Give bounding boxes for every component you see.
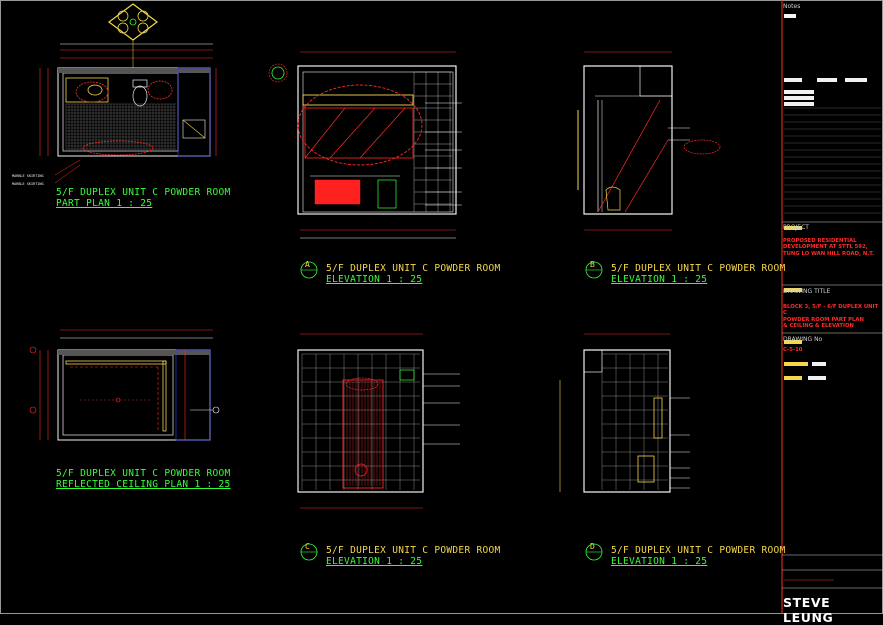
- project-text-line: PROPOSED RESIDENTIAL: [783, 238, 857, 244]
- reflected-ceiling-plan-drawing: [29, 329, 220, 441]
- elevation-d-tag-label: D: [590, 542, 595, 551]
- elevation-c-tag-label: C: [305, 542, 310, 551]
- drawing-title-text: BLOCK 3, 5/F - 6/F DUPLEX UNIT C POWDER …: [783, 304, 883, 329]
- wall-tile-grid: [301, 353, 420, 490]
- elevation-b-title-line2: ELEVATION 1 : 25: [611, 274, 708, 285]
- elevation-b-tag-label: B: [590, 260, 595, 269]
- elevation-c-title-line2: ELEVATION 1 : 25: [326, 556, 423, 567]
- elevation-a-title-line2: ELEVATION 1 : 25: [326, 274, 423, 285]
- elevation-d-drawing: [559, 333, 690, 493]
- elevation-d-title: 5/F DUPLEX UNIT C POWDER ROOM ELEVATION …: [611, 545, 786, 567]
- key-plan-symbol: [108, 3, 158, 68]
- elevation-b-drawing: [577, 51, 721, 231]
- title-block-frame: [781, 0, 883, 614]
- elevation-b-title: 5/F DUPLEX UNIT C POWDER ROOM ELEVATION …: [611, 263, 786, 285]
- elevation-d-title-line2: ELEVATION 1 : 25: [611, 556, 708, 567]
- project-text-line: TUNG LO WAN HILL ROAD, N.T.: [783, 250, 875, 257]
- elevation-d-title-line1: 5/F DUPLEX UNIT C POWDER ROOM: [611, 545, 786, 556]
- elevation-tag-d-icon: [585, 543, 603, 561]
- part-plan-title: 5/F DUPLEX UNIT C POWDER ROOM PART PLAN …: [56, 187, 231, 209]
- wall-tile-grid: [413, 71, 452, 212]
- elevation-c-title-line1: 5/F DUPLEX UNIT C POWDER ROOM: [326, 545, 501, 556]
- wall-tile-grid: [601, 353, 668, 490]
- drawing-title-label: DRAWING TITLE: [783, 288, 831, 295]
- floor-tile-grid: [65, 103, 176, 150]
- rcp-title-line1: 5/F DUPLEX UNIT C POWDER ROOM: [56, 468, 231, 479]
- drawing-number: C-5-10: [783, 347, 803, 353]
- elevation-c-title: 5/F DUPLEX UNIT C POWDER ROOM ELEVATION …: [326, 545, 501, 567]
- part-plan-title-line2: PART PLAN 1 : 25: [56, 198, 153, 209]
- drawing-title-line: POWDER ROOM PART PLAN: [783, 316, 864, 323]
- part-plan-drawing: MARBLE SKIRTING MARBLE SKIRTING: [12, 43, 217, 186]
- project-text: PROPOSED RESIDENTIAL DEVELOPMENT AT STTL…: [783, 238, 874, 257]
- part-plan-title-line1: 5/F DUPLEX UNIT C POWDER ROOM: [56, 187, 231, 198]
- elevation-a-title-line1: 5/F DUPLEX UNIT C POWDER ROOM: [326, 263, 501, 274]
- notes-table-lines: [784, 107, 881, 214]
- rcp-title: 5/F DUPLEX UNIT C POWDER ROOM REFLECTED …: [56, 468, 231, 490]
- notes-label: Notes: [783, 3, 801, 10]
- elevation-tag-c-icon: [300, 543, 318, 561]
- elevation-a-title: 5/F DUPLEX UNIT C POWDER ROOM ELEVATION …: [326, 263, 501, 285]
- svg-text:MARBLE SKIRTING: MARBLE SKIRTING: [12, 174, 44, 178]
- project-text-line: DEVELOPMENT AT STTL 592,: [783, 244, 868, 251]
- rcp-title-line2: REFLECTED CEILING PLAN 1 : 25: [56, 479, 231, 490]
- elevation-tag-b-icon: [585, 261, 603, 279]
- elevation-a-drawing: [268, 51, 462, 239]
- project-label: PROJECT: [783, 224, 809, 231]
- elevation-tag-a-icon: [300, 261, 318, 279]
- elevation-b-title-line1: 5/F DUPLEX UNIT C POWDER ROOM: [611, 263, 786, 274]
- door-panel-lines: [346, 382, 381, 486]
- elevation-a-tag-label: A: [305, 260, 310, 269]
- svg-text:MARBLE SKIRTING: MARBLE SKIRTING: [12, 182, 44, 186]
- drawing-title-line: BLOCK 3, 5/F - 6/F DUPLEX UNIT C: [783, 304, 879, 317]
- drawing-number-label: DRAWING No: [783, 336, 823, 343]
- drawing-title-line: & CEILING & ELEVATION: [783, 322, 854, 329]
- elevation-c-drawing: [297, 333, 460, 509]
- brand-logo-text: STEVE LEUNG: [783, 595, 834, 625]
